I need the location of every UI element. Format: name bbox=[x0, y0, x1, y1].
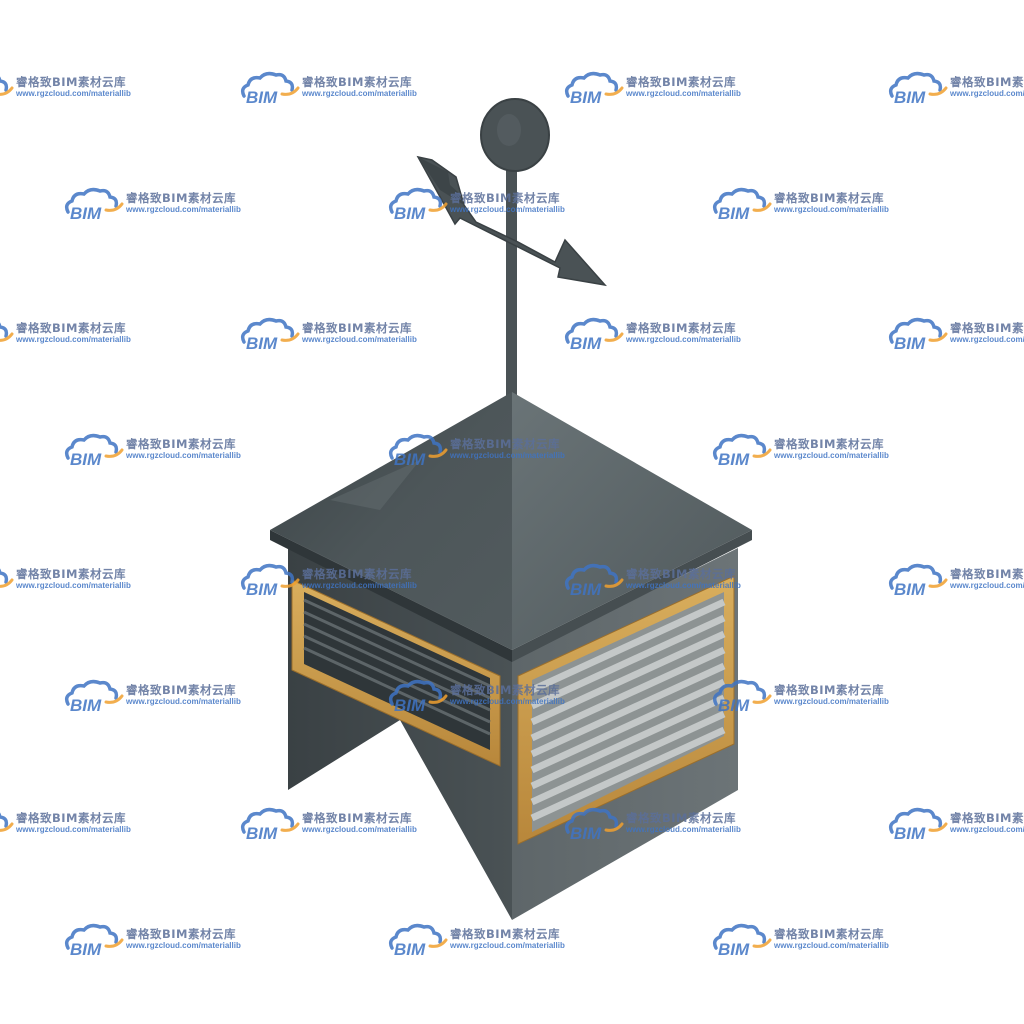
louver-window-left bbox=[291, 579, 501, 767]
vane-pole bbox=[506, 150, 517, 410]
weather-vane-arrow-icon bbox=[416, 155, 607, 287]
louver-window-right bbox=[517, 575, 735, 845]
weather-vane bbox=[416, 98, 607, 410]
roof-left-face bbox=[270, 392, 512, 650]
